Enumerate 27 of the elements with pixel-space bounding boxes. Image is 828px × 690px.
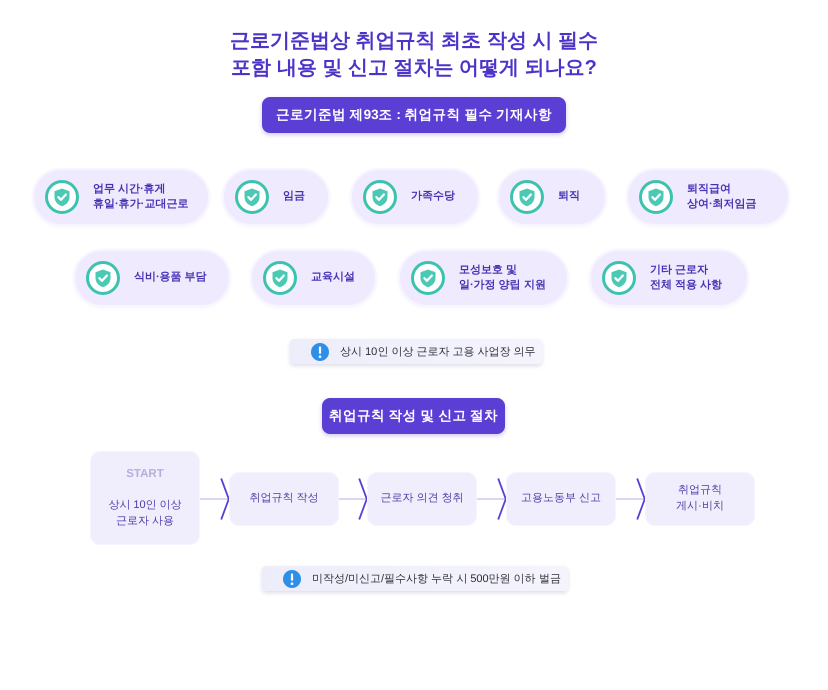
requirement-text: 기타 근로자 전체 적용 사항	[650, 262, 724, 293]
diagram-title: 근로기준법상 취업규칙 최초 작성 시 필수 포함 내용 및 신고 절차는 어떻게 되나요?	[229, 29, 599, 81]
note-banner	[290, 339, 542, 364]
section-header: 취업규칙 작성 및 신고 절차	[322, 398, 505, 434]
step-box: 취업규칙 작성	[229, 472, 339, 526]
arrow	[200, 478, 230, 520]
requirement-text: 퇴직급여 상여·최저임금	[687, 182, 758, 212]
arrow	[616, 478, 646, 520]
step-box: 고용노동부 신고	[506, 472, 616, 526]
note-text: 미작성/미신고/필수사항 누락 시 500만원 이하 벌금	[312, 572, 561, 586]
step-text: 상시 10인 이상 근로자 사용	[107, 498, 183, 530]
note-text: 상시 10인 이상 근로자 고용 사업장 의무	[340, 345, 536, 359]
step-box: 취업규칙 게시·비치	[645, 472, 755, 526]
requirement-text: 교육시설	[311, 270, 355, 286]
section-header: 근로기준법 제93조 : 취업규칙 필수 기재사항	[262, 97, 566, 133]
requirement-text: 식비·용품 부담	[134, 270, 207, 286]
start-box	[90, 451, 200, 545]
start-label: START	[126, 466, 164, 482]
requirement-text: 업무 시간·휴게 휴일·휴가·교대근로	[93, 182, 190, 212]
requirement-text: 퇴직	[558, 189, 580, 204]
step-box: 근로자 의견 청취	[367, 472, 477, 526]
requirement-text: 모성보호 및 일·가정 양립 지원	[459, 262, 547, 293]
requirement-text: 가족수당	[411, 189, 455, 204]
requirement-text: 임금	[283, 189, 305, 204]
note-banner	[262, 566, 568, 591]
arrow	[339, 478, 368, 520]
arrow	[477, 478, 507, 520]
